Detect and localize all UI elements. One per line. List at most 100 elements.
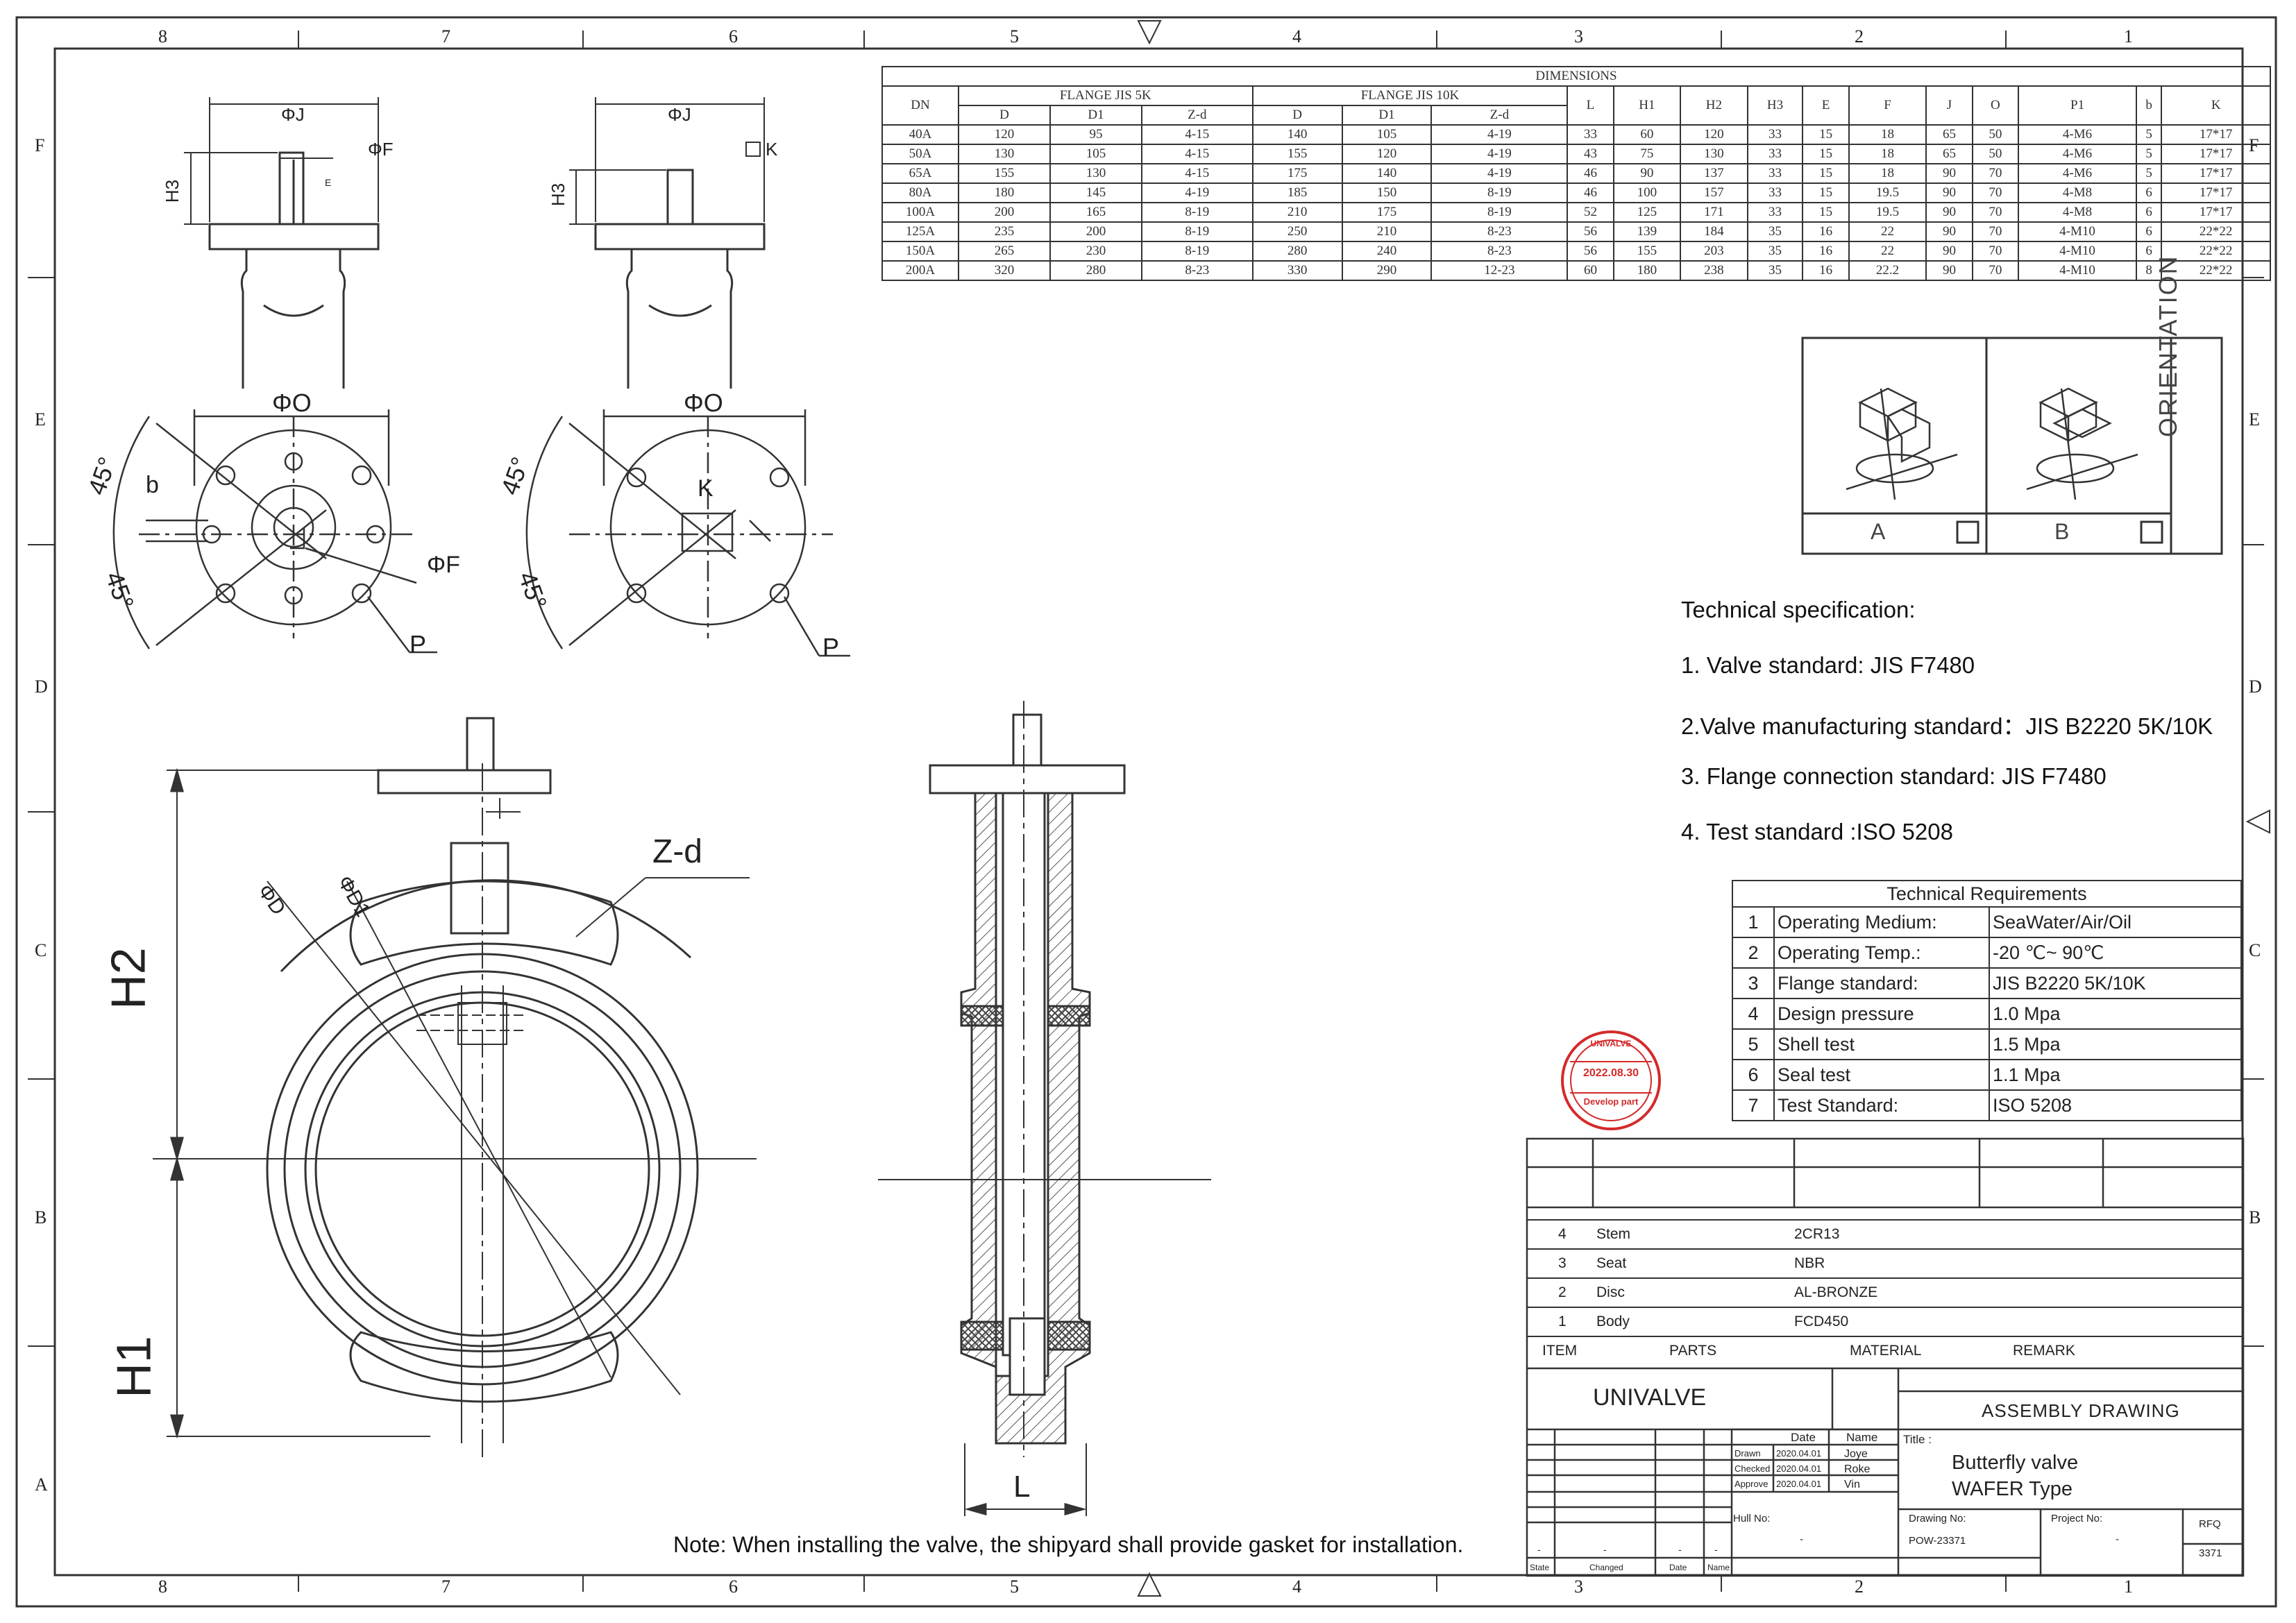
dimensions-cell: 4-M6 [2018, 124, 2137, 145]
hull-no-value: - [1800, 1533, 1803, 1545]
drawing-no-label: Drawing No: [1909, 1513, 1966, 1524]
top-right-dim-phij: ΦJ [668, 104, 691, 125]
title-line-1: Butterfly valve [1952, 1452, 2079, 1474]
dimensions-cell: 17*17 [2161, 144, 2271, 164]
parts-header-material: MATERIAL [1850, 1343, 1922, 1359]
tech-req-index: 6 [1732, 1059, 1775, 1091]
centering-marks [1137, 20, 2270, 1597]
dimensions-cell: 4-15 [1141, 163, 1253, 184]
parts-header-row: ITEM PARTS MATERIAL REMARK [1527, 1336, 2243, 1365]
revision-value-changed: - [1603, 1544, 1607, 1555]
dimensions-cell: 35 [1746, 260, 1804, 281]
dimensions-cell: 70 [1971, 163, 2020, 184]
dimensions-cell: 90 [1925, 182, 1973, 203]
zone-left-f: F [35, 135, 45, 155]
dimensions-cell: 120 [1680, 124, 1748, 145]
dimensions-cell: 16 [1802, 260, 1850, 281]
dimensions-cell: 130 [957, 144, 1052, 164]
tech-req-label: Design pressure [1773, 998, 1990, 1030]
zone-bottom-6: 6 [729, 1577, 738, 1597]
dimensions-cell: 90 [1925, 221, 1973, 242]
orientation-checkbox-a[interactable] [1957, 522, 1978, 543]
drawing-no-value: POW-23371 [1909, 1535, 1966, 1547]
col-5k-d: D [957, 105, 1052, 126]
approval-name: Roke [1844, 1463, 1871, 1475]
zone-right-d: D [2249, 677, 2262, 697]
dimensions-cell: 65A [881, 163, 959, 184]
dimensions-cell: 5 [2135, 124, 2163, 145]
zone-right-c: C [2249, 940, 2261, 960]
dimensions-cell: 40A [881, 124, 959, 145]
dimensions-cell: 330 [1251, 260, 1343, 281]
orientation-checkbox-b[interactable] [2141, 522, 2162, 543]
col-h2: H2 [1680, 85, 1748, 126]
revision-header-date: Date [1669, 1563, 1687, 1572]
dimensions-cell: 33 [1746, 124, 1804, 145]
revision-header-changed: Changed [1589, 1563, 1623, 1572]
approval-role: Checked [1734, 1463, 1771, 1474]
col-p1: P1 [2018, 85, 2137, 126]
dimensions-cell: 120 [957, 124, 1052, 145]
parts-material: AL-BRONZE [1794, 1284, 1878, 1300]
top-right-dim-h3: H3 [548, 182, 569, 207]
dimensions-cell: 4-19 [1141, 182, 1253, 203]
zone-bottom-3: 3 [1574, 1577, 1583, 1597]
dimensions-cell: 155 [1251, 144, 1343, 164]
dimensions-cell: 4-M10 [2018, 260, 2137, 281]
tech-req-value: SeaWater/Air/Oil [1989, 906, 2242, 938]
revision-value-date: - [1678, 1544, 1682, 1555]
dimensions-cell: 33 [1567, 124, 1614, 145]
installation-note: Note: When installing the valve, the shi… [673, 1532, 1464, 1557]
dimensions-cell: 200 [1049, 221, 1143, 242]
dimensions-cell: 125A [881, 221, 959, 242]
project-no-label: Project No: [2051, 1513, 2103, 1524]
col-f: F [1848, 85, 1927, 126]
dimensions-cell: 56 [1567, 221, 1614, 242]
revision-header-state: State [1530, 1563, 1550, 1572]
dimensions-cell: 8-19 [1141, 221, 1253, 242]
dimensions-cell: 150A [881, 241, 959, 262]
tech-req-label: Operating Temp.: [1773, 937, 1990, 969]
approval-header-name: Name [1846, 1431, 1878, 1444]
dimensions-cell: 150 [1341, 182, 1433, 203]
dimensions-cell: 22 [1848, 241, 1927, 262]
approval-name: Joye [1844, 1448, 1868, 1460]
tech-req-index: 7 [1732, 1089, 1775, 1121]
dimensions-cell: 280 [1251, 241, 1343, 262]
col-10k-zd: Z-d [1430, 105, 1569, 126]
tech-req-index: 3 [1732, 967, 1775, 999]
dimensions-cell: 70 [1971, 182, 2020, 203]
dimensions-cell: 145 [1049, 182, 1143, 203]
dimensions-cell: 35 [1746, 241, 1804, 262]
revision-header-name: Name [1707, 1563, 1730, 1572]
dimensions-cell: 157 [1680, 182, 1748, 203]
col-h1: H1 [1612, 85, 1682, 126]
stamp-date: 2022.08.30 [1582, 1067, 1639, 1079]
tech-req-index: 5 [1732, 1028, 1775, 1060]
dimensions-cell: 8-19 [1430, 182, 1569, 203]
dimensions-cell: 50 [1971, 124, 2020, 145]
dimensions-cell: 15 [1802, 163, 1850, 184]
flange-right-dim-k: K [698, 475, 714, 502]
main-view-dim-h1: H1 [106, 1336, 161, 1398]
dimensions-cell: 65 [1925, 144, 1973, 164]
outer-frame [15, 16, 2277, 1608]
dimensions-cell: 4-M8 [2018, 182, 2137, 203]
dimensions-cell: 22 [1848, 221, 1927, 242]
approval-header-date: Date [1791, 1431, 1816, 1444]
main-view-dim-h2: H2 [101, 947, 155, 1010]
zone-ticks [28, 31, 2264, 1592]
dimensions-cell: 43 [1567, 144, 1614, 164]
zone-left-a: A [35, 1475, 48, 1495]
dimensions-cell: 8-19 [1141, 241, 1253, 262]
top-left-dim-phij: ΦJ [281, 104, 305, 125]
